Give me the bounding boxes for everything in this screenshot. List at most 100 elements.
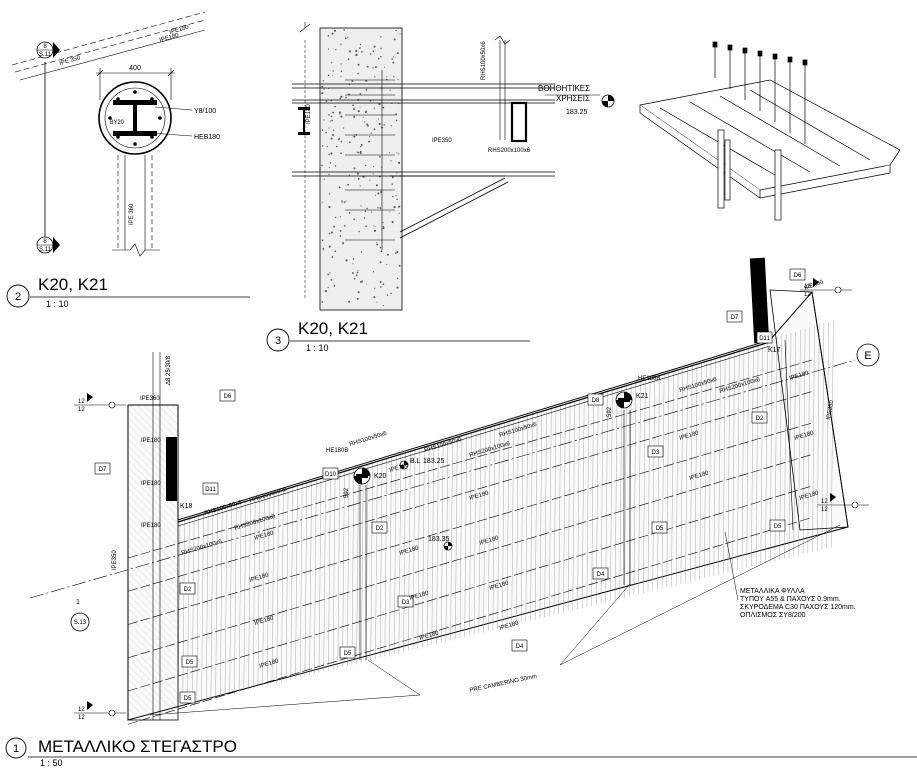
speckle (348, 212, 351, 214)
deck-rib (704, 358, 707, 579)
speckle (380, 286, 382, 288)
detail-tag-text: D2 (184, 587, 192, 593)
deck-rib (459, 433, 463, 639)
speckle (349, 50, 352, 53)
deck-rib (582, 396, 585, 609)
speckle (339, 235, 341, 237)
speckle (331, 62, 333, 64)
deck-rib (812, 325, 815, 552)
detail-tag: D10 (322, 467, 339, 480)
deck-rib (619, 384, 622, 600)
svg-text:S.11: S.11 (39, 52, 52, 58)
deck-rib (817, 324, 820, 551)
speckle (377, 192, 380, 195)
speckle (343, 201, 346, 204)
speckle (321, 301, 324, 303)
speckle (340, 63, 342, 65)
deck-rib (351, 466, 355, 665)
label-stirrups: Y8/100 (194, 108, 216, 115)
deck-rib (290, 484, 293, 680)
speckle (391, 58, 393, 60)
speckle (366, 65, 369, 68)
speckle (365, 225, 367, 228)
speckle (382, 283, 385, 286)
speckle (353, 218, 356, 221)
speckle (347, 37, 349, 39)
speckle (325, 131, 327, 134)
speckle (396, 286, 399, 289)
speckle (382, 305, 384, 307)
deck-rib (342, 469, 345, 667)
iso-post-cap (727, 44, 733, 51)
speckle (363, 217, 366, 219)
beam-label: IPE180 (159, 33, 180, 44)
deck-rib (361, 463, 364, 663)
beam-label: IPE180 (789, 370, 810, 382)
speckle (393, 76, 395, 78)
speckle (398, 153, 400, 155)
speckle (324, 289, 327, 293)
view-scale: 1 : 10 (306, 343, 329, 353)
speckle (360, 251, 363, 253)
speckle (345, 200, 347, 202)
purlin-line (127, 359, 813, 559)
beam-label: IPE180 (409, 590, 430, 602)
speckle (395, 194, 397, 197)
concrete-hatch (321, 29, 401, 307)
deck-rib (492, 423, 496, 631)
column-K20: K20 (353, 467, 387, 485)
deck-rib (666, 370, 669, 588)
detail-tag-text: D5 (774, 524, 782, 530)
speckle (347, 58, 350, 61)
speckle (372, 271, 375, 273)
speckle (330, 115, 333, 118)
speckle (329, 272, 331, 274)
deck-rib (394, 453, 397, 655)
deck-rib (732, 350, 735, 572)
speckle (379, 261, 382, 264)
beam-label: IPE180 (389, 462, 410, 474)
speckle (357, 291, 360, 294)
beam-label: IPE180 (419, 630, 440, 642)
speckle (372, 173, 374, 175)
deck-rib (389, 454, 392, 656)
deck-rib (234, 502, 237, 694)
speckle (359, 107, 361, 109)
deck-rib (553, 404, 557, 616)
speckle (344, 37, 347, 40)
beam-label: IPE180 (141, 481, 161, 487)
speckle (390, 292, 392, 295)
svg-text:1: 1 (76, 599, 80, 606)
speckle (365, 79, 368, 82)
deck-rib (638, 378, 641, 595)
speckle (383, 124, 385, 126)
speckle (353, 135, 356, 138)
speckle (332, 70, 334, 72)
deck-rib (191, 515, 195, 704)
speckle (370, 132, 372, 134)
rebar-dots (108, 90, 162, 146)
detail-tag-text: D11 (759, 336, 770, 342)
deck-rib (708, 357, 712, 578)
speckle (367, 125, 369, 127)
deck-rib (680, 366, 684, 585)
speckle (366, 207, 368, 210)
speckle (323, 119, 325, 121)
speckle (373, 128, 376, 131)
speckle (334, 250, 337, 253)
speckle (334, 105, 336, 108)
detail-tag: D11 (202, 482, 219, 495)
speckle (382, 222, 384, 224)
level-mid: 183.35 (428, 536, 453, 551)
speckle (341, 200, 343, 202)
speckle (351, 272, 354, 275)
speckle (380, 36, 382, 38)
speckle (392, 61, 395, 64)
speckle (328, 167, 330, 169)
beam-label: IPE360 (140, 396, 160, 402)
speckle (396, 277, 399, 280)
speckle (396, 250, 399, 254)
detail-tag: D4 (592, 567, 609, 580)
speckle (352, 104, 354, 107)
detail-tag-text: D3 (402, 600, 410, 606)
